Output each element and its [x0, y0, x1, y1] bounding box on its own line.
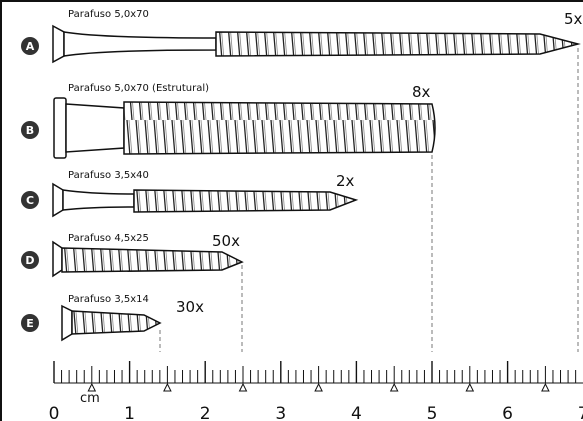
screw-d-thread — [61, 247, 244, 273]
ruler-number: 3 — [275, 404, 286, 421]
screw-e-name: Parafuso 3,5x14 — [68, 294, 149, 305]
ruler-half-marker — [541, 382, 550, 392]
screw-a-name: Parafuso 5,0x70 — [68, 9, 149, 20]
svg-text:D: D — [25, 254, 34, 267]
screw-a-thread — [215, 31, 581, 57]
badge-a: A — [21, 37, 39, 55]
screw-a — [52, 24, 581, 64]
svg-text:C: C — [26, 194, 34, 207]
screw-e-thread — [71, 310, 162, 335]
screw-a-shank — [63, 31, 217, 57]
screw-d — [52, 240, 244, 278]
screw-b — [53, 97, 436, 159]
screw-c-head — [52, 182, 64, 218]
reference-lines — [159, 48, 579, 352]
screw-b-name: Parafuso 5,0x70 (Estrutural) — [68, 83, 209, 94]
ruler-number: 7 — [578, 404, 583, 421]
ruler-half-marker — [314, 382, 323, 392]
screw-c-name: Parafuso 3,5x40 — [68, 170, 149, 181]
screw-a-qty: 5x — [564, 10, 583, 28]
ruler-number: 5 — [427, 404, 438, 421]
screw-d-name: Parafuso 4,5x25 — [68, 233, 149, 244]
ruler-half-marker — [163, 382, 172, 392]
badge-d: D — [21, 251, 39, 269]
screw-c — [52, 182, 359, 218]
badge-c: C — [21, 191, 39, 209]
ruler-number: 1 — [124, 404, 135, 421]
screw-b-head — [53, 97, 67, 159]
svg-text:A: A — [26, 40, 35, 53]
ruler-unit-label: cm — [80, 391, 100, 406]
svg-text:E: E — [26, 317, 34, 330]
ruler-number: 0 — [49, 404, 60, 421]
svg-text:B: B — [26, 124, 34, 137]
screw-b-qty: 8x — [412, 83, 431, 101]
ruler-number: 6 — [502, 404, 513, 421]
ruler-half-marker — [389, 382, 399, 392]
screw-b-shank — [65, 103, 125, 153]
screw-c-qty: 2x — [336, 172, 355, 190]
ruler-half-marker — [87, 382, 97, 392]
screw-c-thread — [133, 189, 359, 213]
screw-a-head — [52, 24, 65, 64]
screw-e-qty: 30x — [176, 298, 204, 316]
screw-e — [61, 304, 162, 342]
screw-b-thread — [123, 101, 436, 155]
screw-c-shank — [62, 189, 135, 211]
ruler-number: 4 — [351, 404, 362, 421]
ruler-half-marker — [465, 382, 475, 392]
ruler-half-marker — [238, 382, 248, 392]
screw-e-head — [61, 304, 73, 342]
ruler-number: 2 — [200, 404, 211, 421]
screw-d-qty: 50x — [212, 232, 240, 250]
ruler: 0 1 2 3 4 5 6 7 — [49, 361, 583, 421]
badge-b: B — [21, 121, 39, 139]
screw-d-head — [52, 240, 63, 278]
badge-e: E — [21, 314, 39, 332]
